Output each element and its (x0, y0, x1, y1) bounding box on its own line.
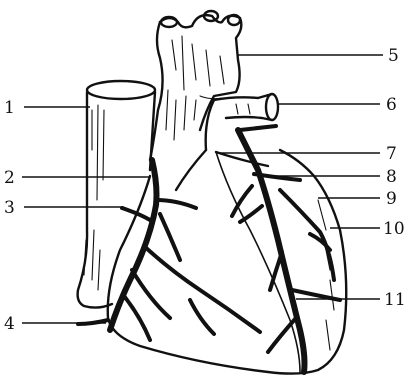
label-9: 9 (386, 189, 397, 209)
heart-illustration (78, 11, 347, 374)
label-7: 7 (386, 144, 397, 164)
heart-body (108, 150, 347, 374)
label-3: 3 (4, 198, 15, 218)
label-4: 4 (4, 314, 15, 334)
left-coronary-artery (232, 126, 340, 372)
label-11: 11 (384, 290, 406, 310)
leader-lines (22, 55, 383, 323)
aorta (150, 11, 241, 160)
label-5: 5 (388, 46, 399, 66)
right-coronary-artery (78, 160, 260, 340)
label-10: 10 (383, 219, 405, 239)
label-6: 6 (386, 95, 397, 115)
label-1: 1 (4, 98, 15, 118)
label-2: 2 (4, 168, 15, 188)
label-8: 8 (386, 167, 397, 187)
